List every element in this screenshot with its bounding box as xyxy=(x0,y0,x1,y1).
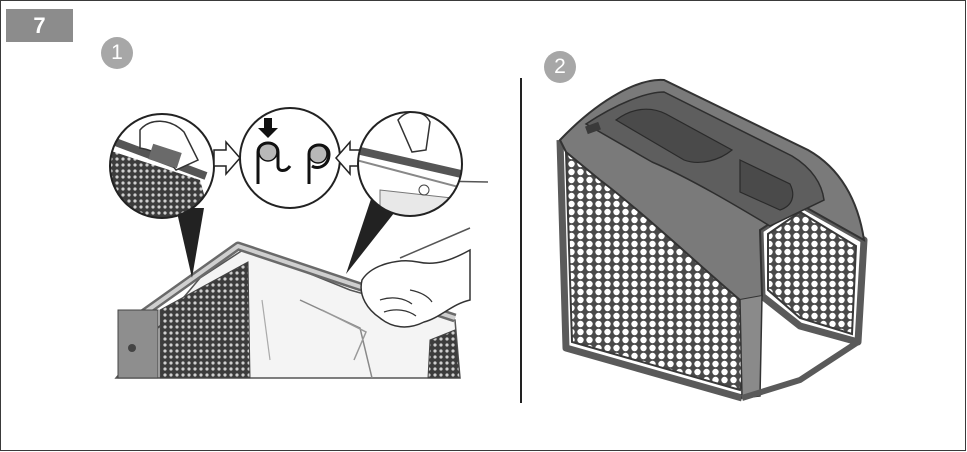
detail-circle-center xyxy=(240,108,340,208)
panel-2-grass-bag xyxy=(560,80,864,398)
panel-1-illustration xyxy=(108,108,488,378)
arrow-left-to-center xyxy=(214,142,240,174)
left-callout-pointer xyxy=(176,208,204,278)
